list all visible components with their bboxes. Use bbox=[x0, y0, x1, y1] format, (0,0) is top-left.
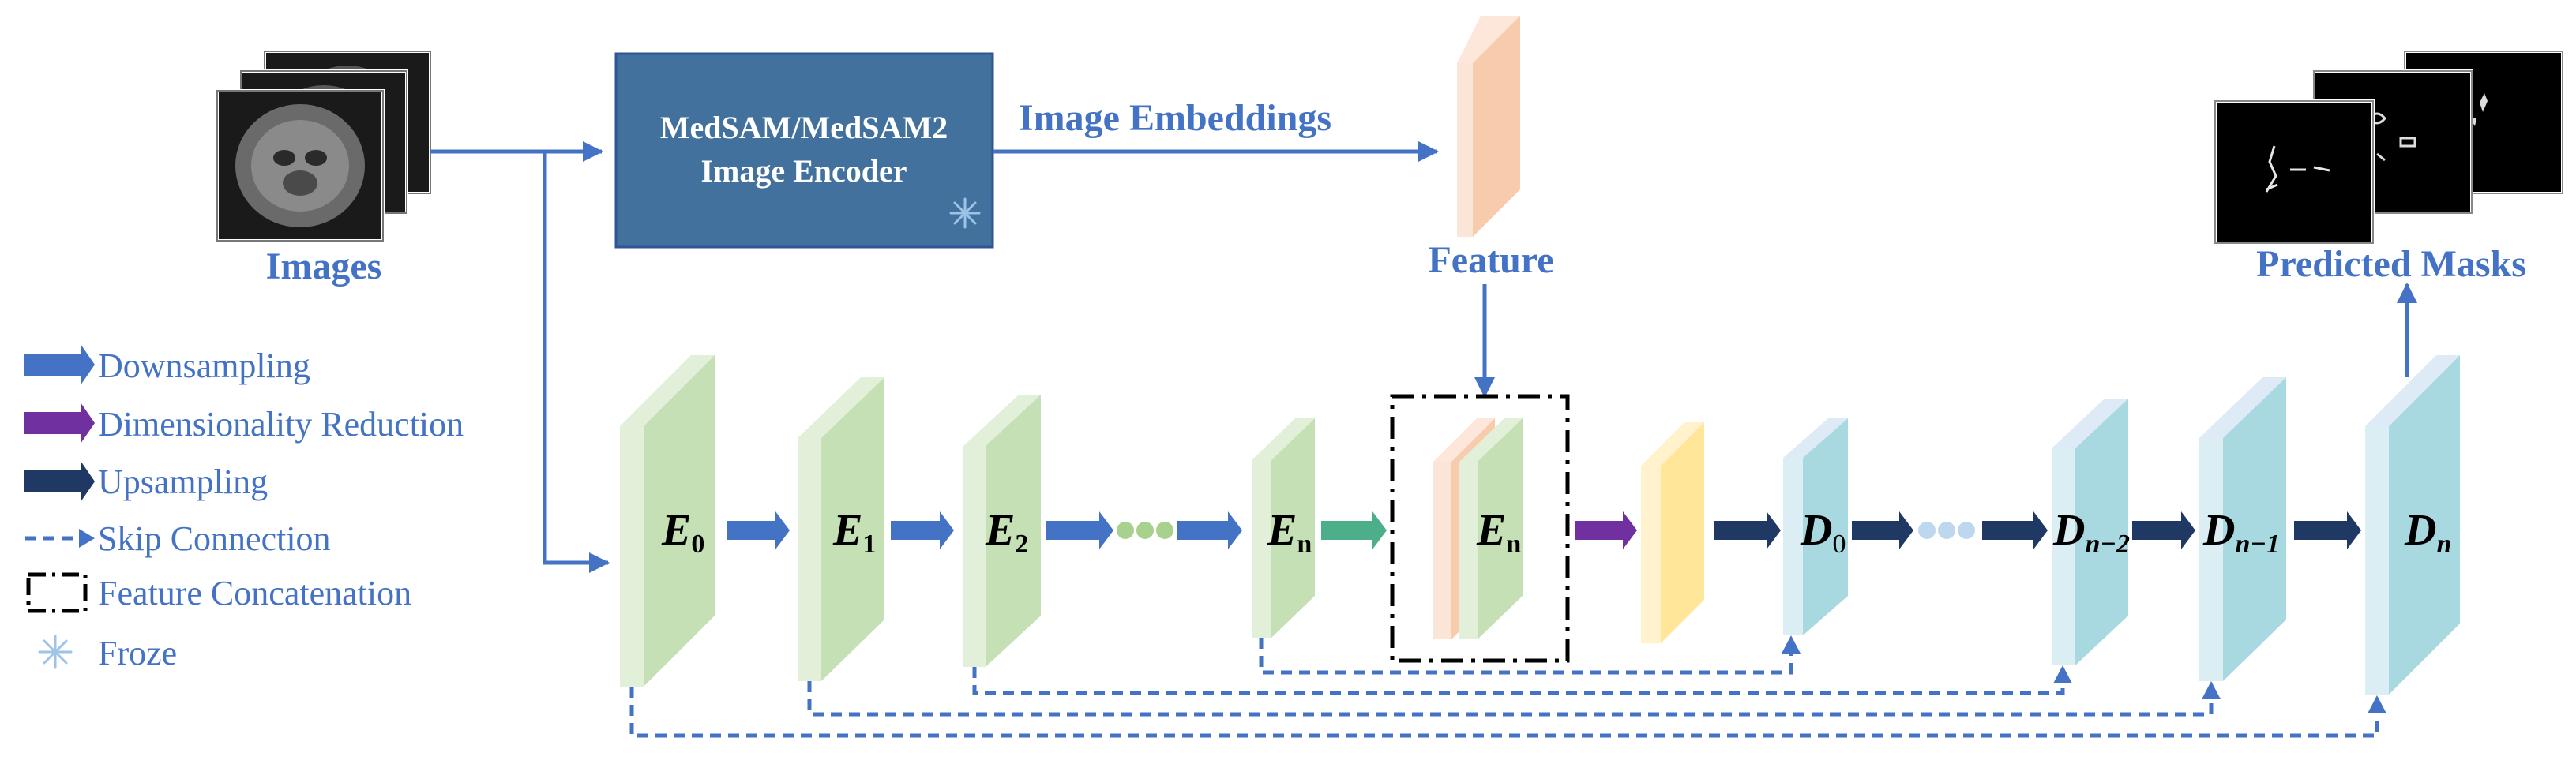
encoder-e0-label: E0 bbox=[661, 506, 704, 559]
concat-en-label: En bbox=[1476, 506, 1521, 559]
legend-downsampling-label: Downsampling bbox=[98, 346, 310, 385]
downsampling-arrows bbox=[727, 511, 1242, 549]
encoder-title-line1: MedSAM/MedSAM2 bbox=[660, 110, 948, 145]
reduced-feature-block bbox=[1641, 422, 1704, 643]
decoder-dn-1-label: Dn−1 bbox=[2202, 506, 2280, 559]
skip-en-to-d0 bbox=[1259, 638, 1793, 675]
predicted-masks-stack bbox=[2214, 50, 2564, 245]
legend-feature-concatenation: Feature Concatenation bbox=[26, 572, 411, 613]
legend-dim-reduction: Dimensionality Reduction bbox=[24, 403, 464, 444]
encoder-e2-label: E2 bbox=[985, 506, 1028, 559]
skip-arrowhead-d0 bbox=[1782, 635, 1801, 654]
encoder-en-label: En bbox=[1267, 506, 1312, 559]
ellipsis-encoder bbox=[1117, 522, 1173, 539]
skip-e0-to-dn bbox=[629, 687, 2379, 738]
feature-label: Feature bbox=[1428, 239, 1553, 281]
upsample-arrow-4 bbox=[2132, 511, 2195, 549]
upsample-arrow-5 bbox=[2294, 511, 2361, 549]
downsample-arrow-4 bbox=[1177, 511, 1242, 549]
legend: Downsampling Dimensionality Reduction Up… bbox=[24, 344, 464, 672]
skip-arrowhead-dn bbox=[2368, 695, 2386, 713]
legend-dim-reduction-label: Dimensionality Reduction bbox=[98, 405, 464, 444]
legend-downsampling: Downsampling bbox=[24, 344, 310, 385]
decoder-dn-label: Dn bbox=[2404, 506, 2451, 559]
decoder-block-dn: Dn bbox=[2365, 355, 2460, 695]
skip-e1-to-dn-1 bbox=[807, 681, 2214, 717]
downsample-arrow-1 bbox=[727, 511, 790, 549]
upsample-arrow-2 bbox=[1852, 511, 1913, 549]
skip-e2-to-dn-2 bbox=[972, 667, 2065, 695]
bridge-arrow bbox=[1321, 511, 1387, 549]
image-embeddings-label: Image Embeddings bbox=[1019, 97, 1331, 139]
encoder-e1-label: E1 bbox=[832, 506, 876, 559]
feature-block bbox=[1457, 16, 1520, 237]
decoder-dn-2-label: Dn−2 bbox=[2052, 506, 2130, 559]
froze-snowflake-icon bbox=[949, 197, 981, 229]
legend-skip-connection: Skip Connection bbox=[25, 519, 331, 558]
legend-froze: Froze bbox=[38, 634, 177, 672]
images-label: Images bbox=[266, 245, 382, 287]
decoder-d0-label: D0 bbox=[1800, 506, 1846, 559]
legend-feature-concatenation-label: Feature Concatenation bbox=[98, 574, 411, 612]
legend-skip-connection-label: Skip Connection bbox=[98, 519, 331, 558]
upsampling-arrows bbox=[1714, 511, 2361, 549]
input-flow-lines bbox=[430, 141, 610, 573]
legend-upsampling-label: Upsampling bbox=[98, 463, 268, 501]
skip-connections bbox=[629, 638, 2379, 738]
medsam-image-encoder: MedSAM/MedSAM2 Image Encoder bbox=[614, 52, 994, 249]
encoder-block-e0: E0 bbox=[620, 355, 715, 687]
upsample-arrow-1 bbox=[1714, 511, 1781, 549]
snowflake-icon bbox=[38, 635, 73, 669]
decoder-block-dn-1: Dn−1 bbox=[2199, 377, 2286, 681]
skip-arrowheads bbox=[1782, 635, 2386, 713]
downsample-arrow-3 bbox=[1046, 511, 1113, 549]
decoder-block-d0: D0 bbox=[1783, 418, 1848, 635]
encoder-block-e2: E2 bbox=[963, 395, 1041, 667]
skip-arrowhead-dn-2 bbox=[2053, 665, 2072, 683]
upsample-arrow-3 bbox=[1982, 511, 2048, 549]
legend-upsampling: Upsampling bbox=[24, 461, 268, 502]
dim-reduction-arrow bbox=[1575, 511, 1637, 549]
decoder-block-dn-2: Dn−2 bbox=[2052, 399, 2130, 665]
downsample-arrow-2 bbox=[891, 511, 954, 549]
input-images-stack bbox=[216, 50, 432, 242]
predicted-masks-label: Predicted Masks bbox=[2256, 243, 2526, 285]
encoder-block-en: En bbox=[1252, 418, 1315, 638]
skip-arrowhead-dn-1 bbox=[2202, 681, 2221, 699]
ellipsis-decoder bbox=[1918, 522, 1975, 539]
encoder-title-line2: Image Encoder bbox=[700, 153, 907, 189]
legend-froze-label: Froze bbox=[98, 634, 177, 672]
encoder-block-e1: E1 bbox=[798, 377, 884, 681]
feature-concatenation-block: En bbox=[1390, 394, 1570, 663]
